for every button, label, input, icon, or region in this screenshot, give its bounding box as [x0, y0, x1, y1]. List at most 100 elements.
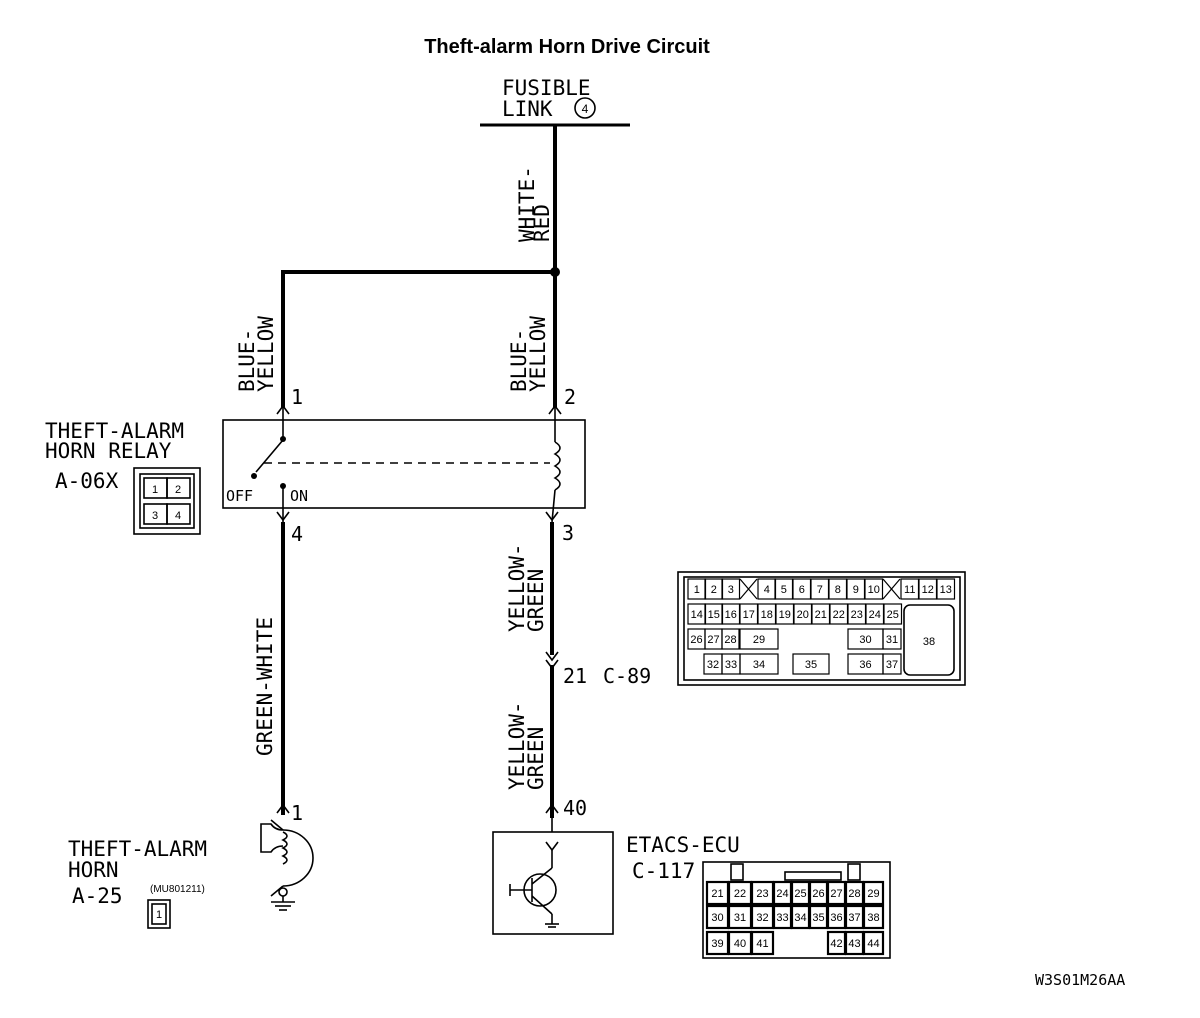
horn-connector-cell-1: 1	[156, 909, 162, 921]
c89-cell-30: 30	[859, 634, 871, 646]
wire-label-green-lower: GREEN	[524, 727, 548, 790]
c89-cell-17: 17	[743, 609, 755, 621]
relay-code: A-06X	[55, 469, 119, 493]
wire-label-green-mid: GREEN	[524, 569, 548, 632]
ecu-cell-40: 40	[734, 938, 746, 950]
wires	[281, 125, 560, 818]
c89-cell-35: 35	[805, 659, 817, 671]
relay-coil	[553, 441, 561, 491]
c89-cell-28-box	[721, 628, 740, 650]
relay-on-label: ON	[290, 487, 308, 505]
ecu-cell-29: 29	[867, 888, 879, 900]
c89-cell-18: 18	[761, 609, 773, 621]
c89-pin: 21	[563, 664, 587, 688]
c89-cell-24: 24	[869, 609, 881, 621]
horn-code: A-25	[72, 884, 123, 908]
relay-pin-2: 2	[564, 385, 576, 409]
c89-cell-34: 34	[753, 659, 765, 671]
c89-cell-29-box	[739, 628, 779, 650]
c89-cell-12: 12	[922, 584, 934, 596]
fusible-link-label-line1: FUSIBLE	[502, 76, 591, 100]
wire-label-red: RED	[530, 204, 554, 242]
ecu-cell-32: 32	[756, 912, 768, 924]
c89-cell-1: 1	[694, 584, 700, 596]
theft-alarm-horn	[260, 819, 314, 911]
c89-cell-9: 9	[853, 584, 859, 596]
horn-name-line2: HORN	[68, 858, 119, 882]
c89-cell-8: 8	[835, 584, 841, 596]
ecu-cell-38-box	[862, 904, 885, 930]
horn-name-line1: THEFT-ALARM	[68, 837, 207, 861]
ecu-cell-43: 43	[848, 938, 860, 950]
wire-blue-yellow-left	[281, 270, 555, 408]
ecu-cell-26: 26	[812, 888, 824, 900]
relay-connector-cell-3: 3	[152, 510, 158, 522]
c89-cell-13: 13	[940, 584, 952, 596]
relay-connector-cell-4: 4	[175, 510, 181, 522]
wire-label-white: WHITE-	[515, 166, 539, 242]
ecu-cell-23: 23	[756, 888, 768, 900]
relay-connector-cell-2: 2	[175, 484, 181, 496]
c89-cell-5: 5	[781, 584, 787, 596]
relay-off-label: OFF	[226, 487, 253, 505]
ecu-cell-44: 44	[867, 938, 879, 950]
c89-cell-33: 33	[725, 659, 737, 671]
wire-label-yellow-mid: YELLOW-	[505, 543, 529, 632]
relay-pin-4: 4	[291, 522, 303, 546]
c89-cell-11: 11	[904, 584, 915, 596]
c89-cell-34-box	[739, 653, 779, 675]
c89-cell-6: 6	[799, 584, 805, 596]
fusible-link-number-circle	[574, 97, 596, 119]
wire-label-yellow-left: YELLOW	[254, 316, 278, 392]
c89-cell-3-box	[721, 578, 741, 600]
ecu-cell-39: 39	[711, 938, 723, 950]
horn-connector-face: 1	[147, 899, 171, 929]
blank-cavity	[882, 578, 901, 600]
c89-cell-19: 19	[779, 609, 791, 621]
ecu-code: C-117	[632, 859, 695, 883]
fusible-link: FUSIBLE LINK 4	[480, 76, 630, 127]
c89-cell-7: 7	[817, 584, 823, 596]
ecu-cell-36: 36	[830, 912, 842, 924]
wire-label-blue-right: BLUE-	[507, 329, 531, 392]
ecu-cell-41: 41	[756, 938, 768, 950]
c89-cell-23: 23	[851, 609, 863, 621]
relay-name-line1: THEFT-ALARM	[45, 419, 184, 443]
c89-cell-10: 10	[868, 584, 880, 596]
c89-cell-2: 2	[711, 584, 717, 596]
c89-cell-37-box	[882, 653, 902, 675]
relay-pin-1: 1	[291, 385, 303, 409]
blank-cavity	[739, 578, 758, 600]
c89-cell-3: 3	[728, 584, 734, 596]
c89-cell-10-box	[864, 578, 884, 600]
horn-coil	[281, 831, 288, 865]
ecu-cell-21: 21	[711, 888, 723, 900]
ecu-cell-27: 27	[830, 888, 842, 900]
c89-cell-35-box	[792, 653, 830, 675]
ecu-cell-35: 35	[812, 912, 824, 924]
relay-pin-3: 3	[562, 521, 574, 545]
c89-cell-20: 20	[797, 609, 809, 621]
c89-cell-26: 26	[690, 634, 702, 646]
c89-cell-27: 27	[707, 634, 719, 646]
ecu-cell-41-box	[750, 930, 775, 956]
ecu-cell-37: 37	[848, 912, 860, 924]
ecu-cell-34: 34	[794, 912, 806, 924]
ecu-cell-28: 28	[848, 888, 860, 900]
c89-cell-31-box	[882, 628, 902, 650]
fusible-link-number: 4	[582, 102, 589, 116]
c89-cell-28: 28	[724, 634, 736, 646]
c89-cell-31: 31	[886, 634, 898, 646]
c89-cell-14: 14	[691, 609, 703, 621]
relay-body	[222, 419, 586, 509]
c89-code: C-89	[603, 664, 651, 688]
ecu-pin-40: 40	[563, 796, 587, 820]
c89-cell-15: 15	[708, 609, 720, 621]
c89-cell-16: 16	[725, 609, 737, 621]
fusible-link-label-line2: LINK	[502, 97, 553, 121]
ecu-cell-42: 42	[830, 938, 842, 950]
c89-cell-25: 25	[887, 609, 899, 621]
relay-switch-arm	[255, 439, 284, 473]
